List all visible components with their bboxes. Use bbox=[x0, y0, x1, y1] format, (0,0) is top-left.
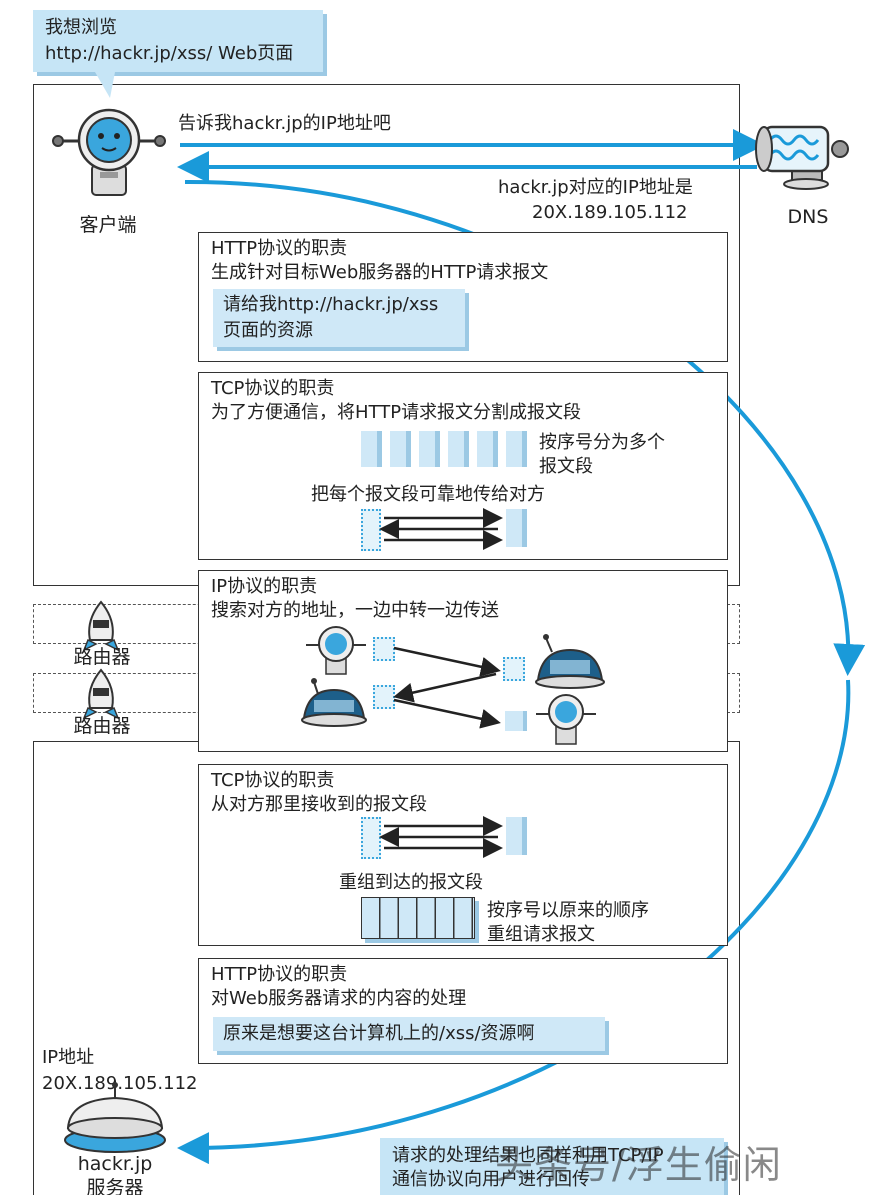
client-robot-small-icon bbox=[306, 626, 366, 675]
segment bbox=[477, 431, 498, 467]
router-machine-icon bbox=[301, 678, 367, 727]
ip-layer-desc: 搜索对方的地址，一边中转一边传送 bbox=[211, 600, 499, 621]
http-server-box: HTTP协议的职责 对Web服务器请求的内容的处理 原来是想要这台计算机上的/x… bbox=[198, 958, 728, 1064]
http-server-bubble-text: 原来是想要这台计算机上的/xss/资源啊 bbox=[223, 1023, 535, 1044]
bottom-callout: 请求的处理结果也同样利用TCP/IP 通信协议向用户进行回传 bbox=[380, 1138, 724, 1195]
http-client-bubble: 请给我http://hackr.jp/xss 页面的资源 bbox=[213, 289, 465, 347]
tcp-server-desc: 从对方那里接收到的报文段 bbox=[211, 794, 427, 815]
top-callout: 我想浏览 http://hackr.jp/xss/ Web页面 bbox=[33, 10, 323, 72]
tcp-client-seq-note-1: 按序号分为多个 bbox=[539, 432, 665, 453]
tcp-client-title: TCP协议的职责 bbox=[211, 378, 335, 399]
tcp-client-seq-note-2: 报文段 bbox=[539, 456, 593, 477]
tcp-server-order-note-2: 重组请求报文 bbox=[487, 924, 595, 945]
packet bbox=[503, 657, 525, 681]
http-server-bubble: 原来是想要这台计算机上的/xss/资源啊 bbox=[213, 1017, 605, 1051]
segment-received bbox=[506, 509, 527, 547]
dns-response-line2: 20X.189.105.112 bbox=[532, 202, 688, 223]
http-client-title: HTTP协议的职责 bbox=[211, 238, 348, 259]
router-icon bbox=[82, 668, 120, 720]
router-label-1: 路由器 bbox=[73, 646, 131, 668]
http-client-desc: 生成针对目标Web服务器的HTTP请求报文 bbox=[211, 262, 549, 283]
router-icon bbox=[82, 600, 120, 652]
server-robot-small-icon bbox=[536, 694, 596, 745]
segment bbox=[361, 431, 382, 467]
reassembled-segments bbox=[361, 897, 475, 939]
http-server-title: HTTP协议的职责 bbox=[211, 964, 348, 985]
bottom-callout-line2: 通信协议向用户进行回传 bbox=[392, 1169, 590, 1190]
tcp-server-box: TCP协议的职责 从对方那里接收到的报文段 重组到达的报文段 按序号以原来的顺序… bbox=[198, 764, 728, 946]
dns-response-line1: hackr.jp对应的IP地址是 bbox=[498, 177, 693, 198]
ip-layer-title: IP协议的职责 bbox=[211, 576, 318, 597]
dns-request-text: 告诉我hackr.jp的IP地址吧 bbox=[178, 113, 391, 134]
segment bbox=[419, 431, 440, 467]
segment bbox=[390, 431, 411, 467]
tcp-client-reliable: 把每个报文段可靠地传给对方 bbox=[311, 484, 545, 505]
server-ip-line2: 20X.189.105.112 bbox=[42, 1073, 198, 1094]
tcp-client-desc: 为了方便通信，将HTTP请求报文分割成报文段 bbox=[211, 402, 582, 423]
segment bbox=[506, 431, 527, 467]
server-label-line1: hackr.jp bbox=[77, 1153, 153, 1175]
server-label-line2: 服务器 bbox=[86, 1177, 144, 1195]
tcp-server-title: TCP协议的职责 bbox=[211, 770, 335, 791]
segment-received bbox=[506, 817, 527, 855]
ip-layer-box: IP协议的职责 搜索对方的地址，一边中转一边传送 bbox=[198, 570, 728, 752]
http-client-bubble-line2: 页面的资源 bbox=[223, 320, 313, 341]
dns-label: DNS bbox=[787, 206, 829, 228]
router-label-2: 路由器 bbox=[73, 715, 131, 737]
tcp-server-reassemble: 重组到达的报文段 bbox=[339, 872, 483, 893]
segment bbox=[448, 431, 469, 467]
remote-machine-icon bbox=[535, 634, 605, 689]
top-callout-line2: http://hackr.jp/xss/ Web页面 bbox=[45, 43, 294, 64]
watermark: 头条号/浮生偷闲 bbox=[495, 1143, 782, 1187]
packet bbox=[505, 711, 527, 731]
client-label: 客户端 bbox=[79, 214, 137, 236]
server-ip-line1: IP地址 bbox=[42, 1047, 95, 1068]
http-server-desc: 对Web服务器请求的内容的处理 bbox=[211, 988, 467, 1009]
tcp-server-order-note-1: 按序号以原来的顺序 bbox=[487, 900, 649, 921]
http-client-box: HTTP协议的职责 生成针对目标Web服务器的HTTP请求报文 请给我http:… bbox=[198, 232, 728, 362]
http-client-bubble-line1: 请给我http://hackr.jp/xss bbox=[223, 294, 439, 315]
bottom-callout-line1: 请求的处理结果也同样利用TCP/IP bbox=[392, 1145, 664, 1166]
top-callout-line1: 我想浏览 bbox=[45, 17, 117, 38]
